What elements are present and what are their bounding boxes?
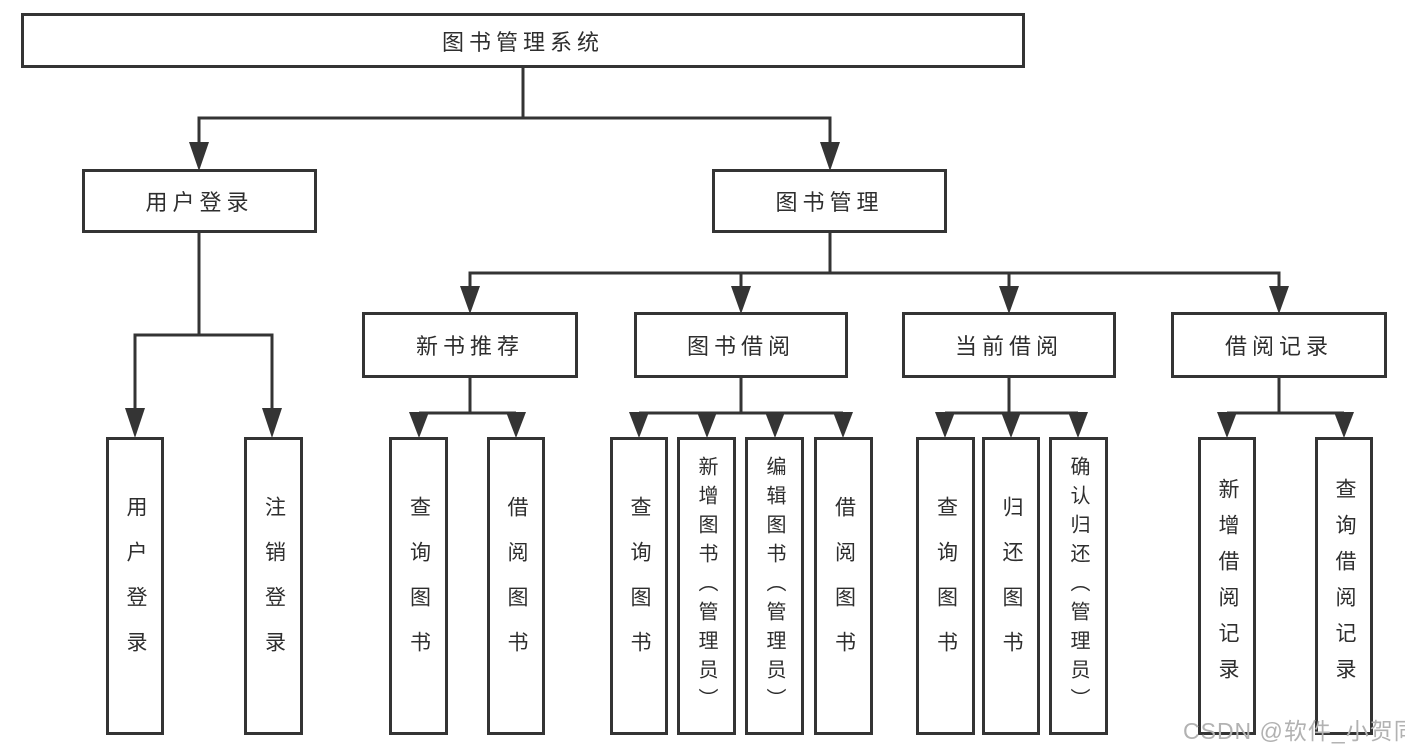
node-book-management-label: 图书管理: [775, 190, 884, 215]
leaf-user-login: 用户登录: [106, 437, 164, 735]
leaf-user-login-label: 用户登录: [124, 496, 147, 676]
leaf-query-borrow-record: 查询借阅记录: [1315, 437, 1373, 735]
leaf-borrow-books-recommend: 借阅图书: [487, 437, 545, 735]
node-user-login-label: 用户登录: [145, 190, 254, 215]
node-new-book-recommend-label: 新书推荐: [415, 334, 524, 359]
node-borrow-records: 借阅记录: [1171, 312, 1387, 378]
leaf-query-books-current: 查询图书: [916, 437, 975, 735]
leaf-add-books-admin-label: 新增图书（管理员）: [695, 455, 717, 717]
node-library-system: 图书管理系统: [21, 13, 1025, 68]
node-user-login: 用户登录: [82, 169, 317, 233]
node-library-system-label: 图书管理系统: [441, 29, 604, 55]
leaf-add-borrow-record-label: 新增借阅记录: [1216, 478, 1239, 694]
leaf-confirm-return-admin-label: 确认归还（管理员）: [1067, 455, 1089, 717]
leaf-logout: 注销登录: [244, 437, 303, 735]
node-book-management: 图书管理: [712, 169, 947, 233]
csdn-watermark: CSDN @软件_小贺同学: [1183, 718, 1405, 744]
node-book-borrow: 图书借阅: [634, 312, 848, 378]
leaf-query-books-recommend-label: 查询图书: [407, 496, 431, 676]
leaf-query-borrow-record-label: 查询借阅记录: [1333, 478, 1356, 694]
leaf-edit-books-admin: 编辑图书（管理员）: [745, 437, 804, 735]
arrowheads: [125, 142, 1354, 438]
leaf-add-books-admin: 新增图书（管理员）: [677, 437, 736, 735]
leaf-query-books-borrow-label: 查询图书: [628, 496, 651, 676]
node-borrow-records-label: 借阅记录: [1224, 334, 1333, 359]
leaf-query-books-current-label: 查询图书: [934, 496, 958, 676]
leaf-edit-books-admin-label: 编辑图书（管理员）: [763, 455, 785, 717]
leaf-confirm-return-admin: 确认归还（管理员）: [1049, 437, 1108, 735]
leaf-return-books: 归还图书: [982, 437, 1040, 735]
leaf-query-books-recommend: 查询图书: [389, 437, 448, 735]
leaf-logout-label: 注销登录: [262, 496, 286, 676]
node-book-borrow-label: 图书借阅: [686, 334, 795, 359]
node-current-borrow: 当前借阅: [902, 312, 1116, 378]
node-current-borrow-label: 当前借阅: [954, 334, 1063, 359]
leaf-borrow-books-label: 借阅图书: [832, 496, 856, 676]
leaf-return-books-label: 归还图书: [1000, 496, 1023, 676]
leaf-query-books-borrow: 查询图书: [610, 437, 668, 735]
node-new-book-recommend: 新书推荐: [362, 312, 578, 378]
leaf-add-borrow-record: 新增借阅记录: [1198, 437, 1256, 735]
leaf-borrow-books: 借阅图书: [814, 437, 873, 735]
leaf-borrow-books-recommend-label: 借阅图书: [505, 496, 528, 676]
